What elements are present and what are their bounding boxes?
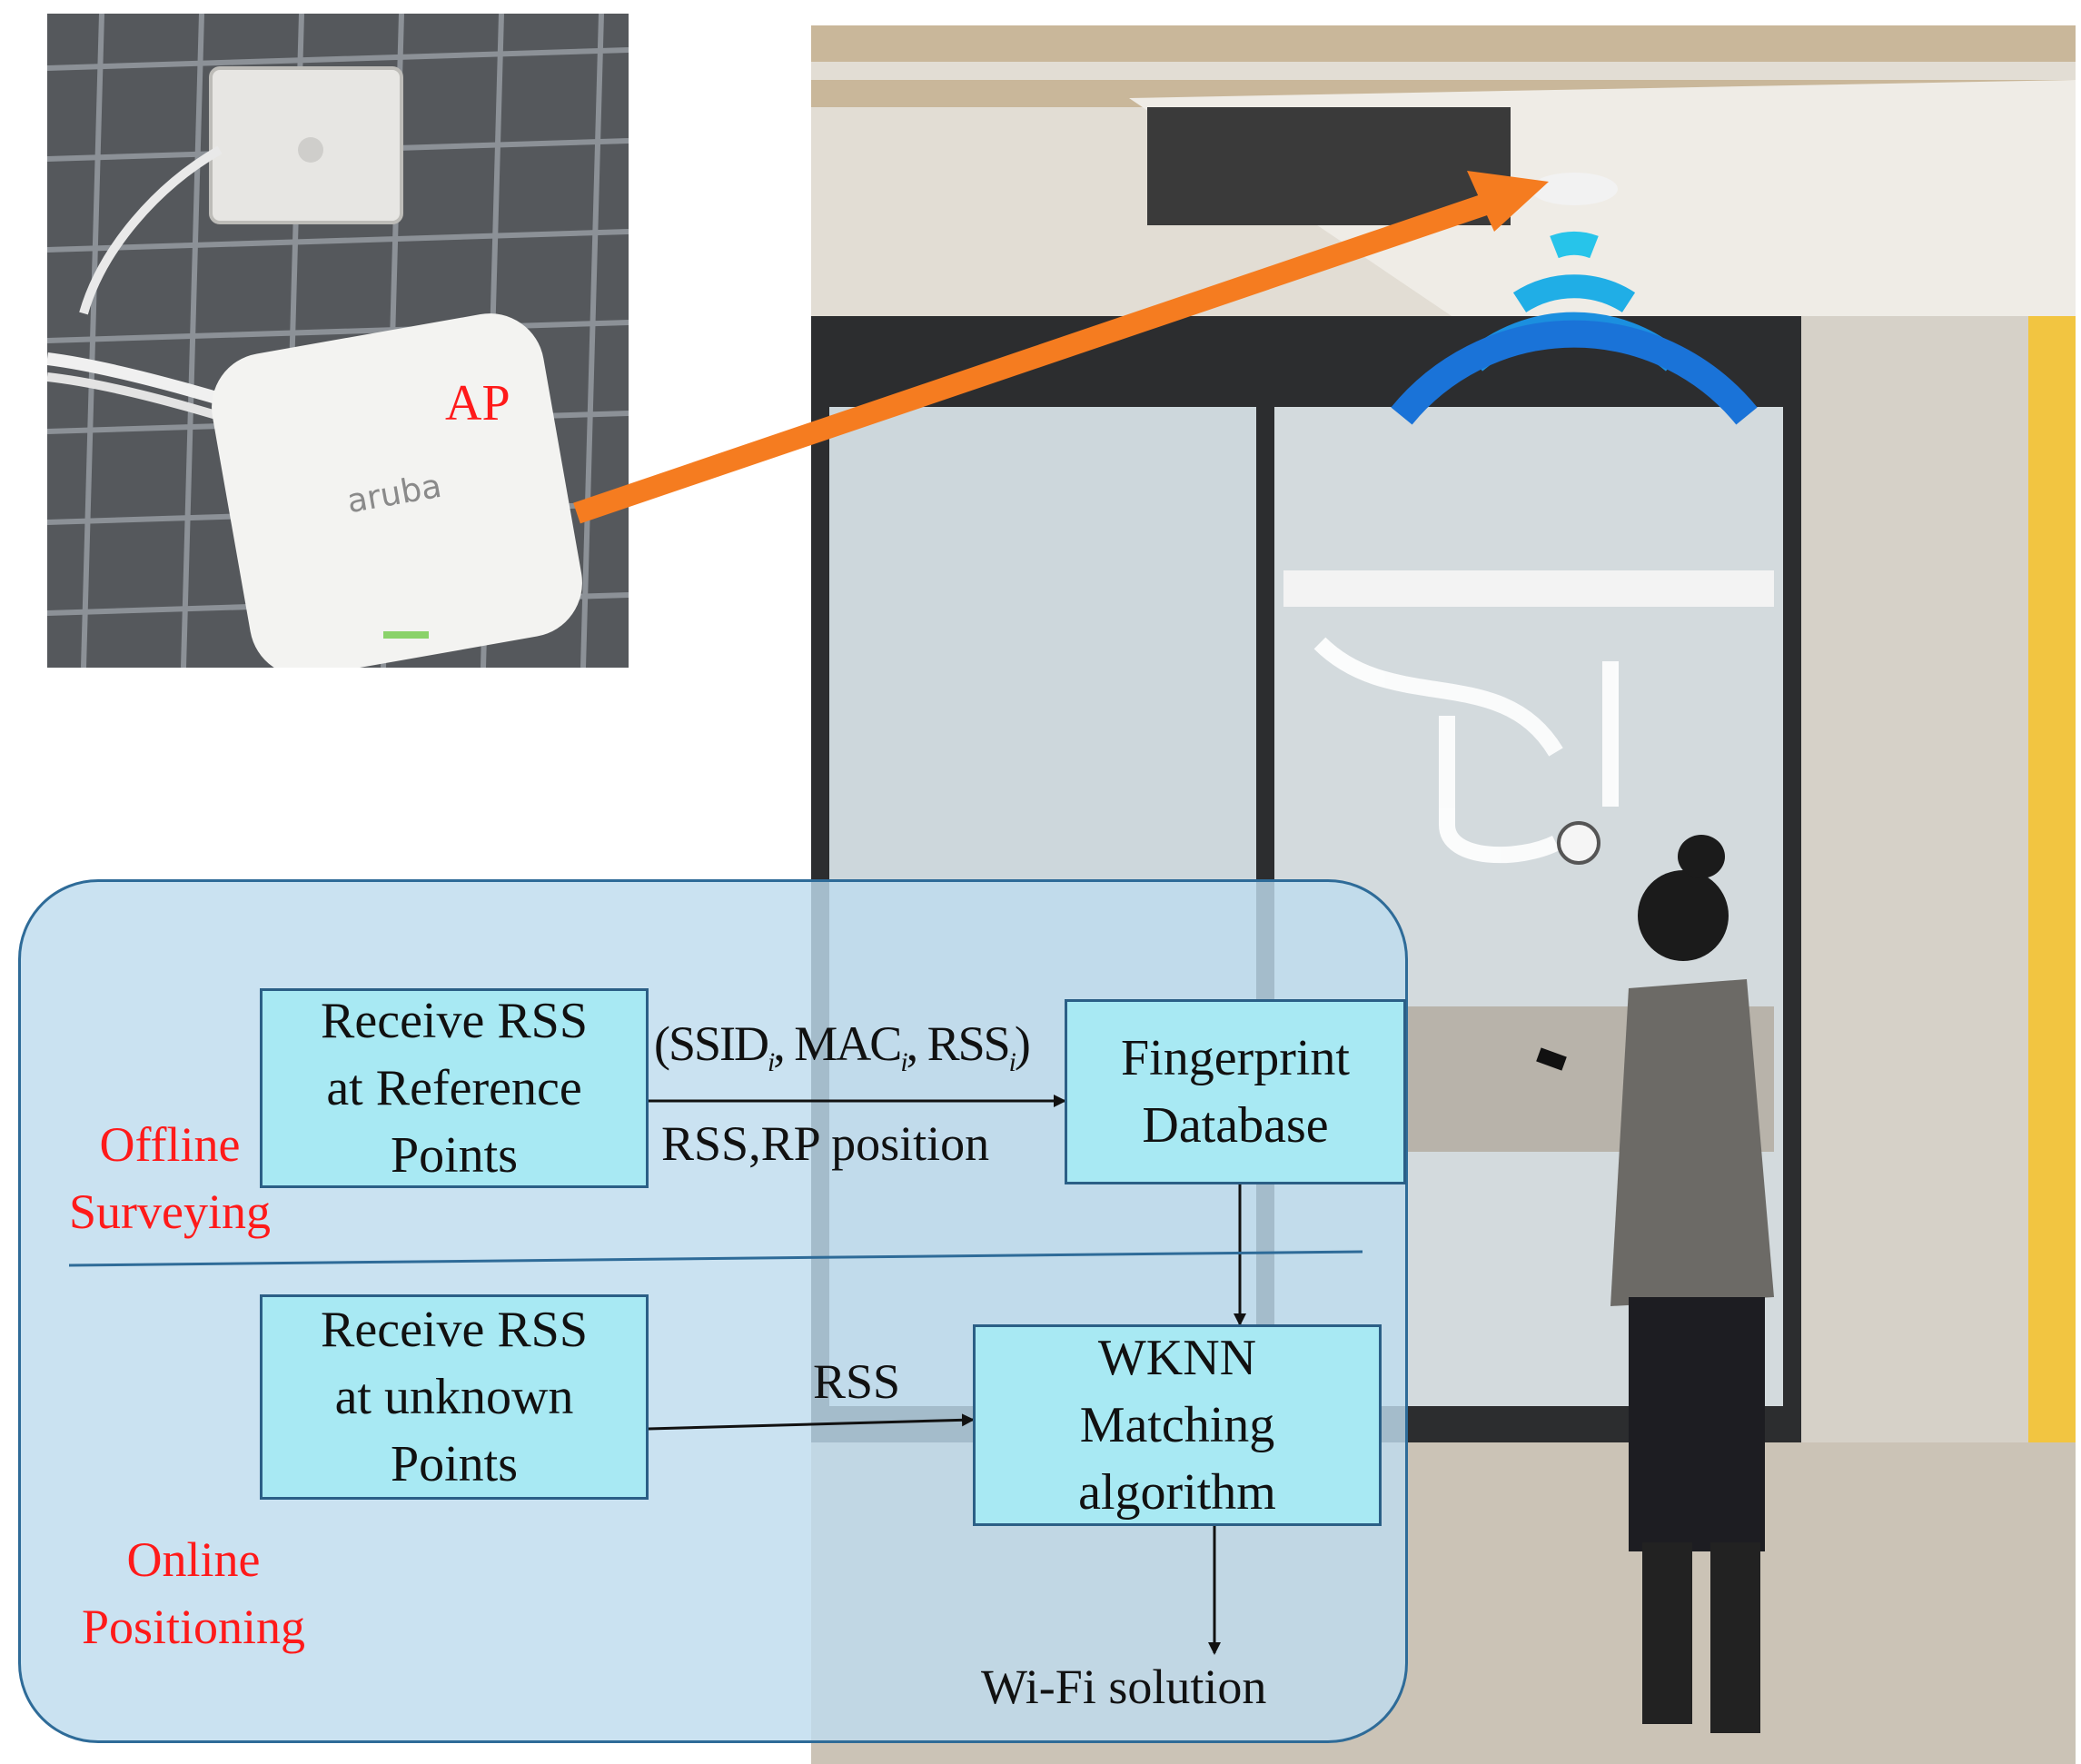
offline-label-line1: Offline: [99, 1117, 241, 1172]
fingerprint-database-box: Fingerprint Database: [1065, 999, 1406, 1184]
wifi-signal-icon: [1391, 231, 1758, 425]
online-label-line2: Positioning: [81, 1600, 306, 1654]
unknown-box-line3: Points: [390, 1436, 519, 1492]
tuple-ssid-sub: i: [768, 1047, 775, 1077]
ap-photo: aruba: [47, 14, 629, 668]
tuple-rss: RSS: [927, 1016, 1011, 1071]
offline-surveying-label: Offline Surveying: [47, 1111, 292, 1245]
tuple-sep1: ,: [773, 1016, 795, 1071]
tuple-ssid: (SSID: [654, 1016, 769, 1071]
section-divider: [68, 1250, 1363, 1267]
rp-box-line1: Receive RSS: [321, 993, 588, 1049]
rss-online-label: RSS: [813, 1354, 901, 1409]
tuple-mac: MAC: [794, 1016, 902, 1071]
online-positioning-label: Online Positioning: [62, 1526, 325, 1660]
wknn-line3: algorithm: [1078, 1464, 1276, 1521]
db-line1: Fingerprint: [1121, 1030, 1350, 1086]
tuple-close: ): [1014, 1016, 1031, 1071]
room-photo-illustration: [811, 25, 2076, 1764]
ap-label: AP: [445, 375, 510, 431]
tuple-label: (SSIDi, MACi, RSSi): [654, 1016, 1031, 1078]
tuple-rss-sub: i: [1008, 1047, 1016, 1077]
rp-box-line2: at Reference: [326, 1060, 582, 1116]
wifi-solution-output: Wi-Fi solution: [981, 1660, 1267, 1714]
unknown-box-line2: at unknown: [334, 1369, 574, 1425]
wknn-line1: WKNN: [1097, 1330, 1257, 1386]
receive-rss-reference-box: Receive RSS at Reference Points: [260, 988, 649, 1188]
wknn-matching-box: WKNN Matching algorithm: [973, 1324, 1382, 1526]
offline-label-line2: Surveying: [69, 1184, 271, 1239]
arrow-unknown-to-wknn: [648, 1413, 975, 1431]
person-figure: [1536, 835, 1774, 1733]
tuple-mac-sub: i: [900, 1047, 907, 1077]
wknn-line2: Matching: [1079, 1397, 1275, 1453]
tuple-sep2: ,: [906, 1016, 927, 1071]
online-label-line1: Online: [126, 1532, 261, 1587]
receive-rss-unknown-box: Receive RSS at unknown Points: [260, 1294, 649, 1500]
unknown-box-line1: Receive RSS: [321, 1302, 588, 1358]
rss-rp-position-label: RSS,RP position: [661, 1116, 990, 1171]
ap-photo-illustration: aruba: [47, 14, 629, 668]
db-line2: Database: [1142, 1097, 1329, 1154]
rp-box-line3: Points: [390, 1127, 519, 1184]
room-photo: [811, 25, 2076, 1764]
